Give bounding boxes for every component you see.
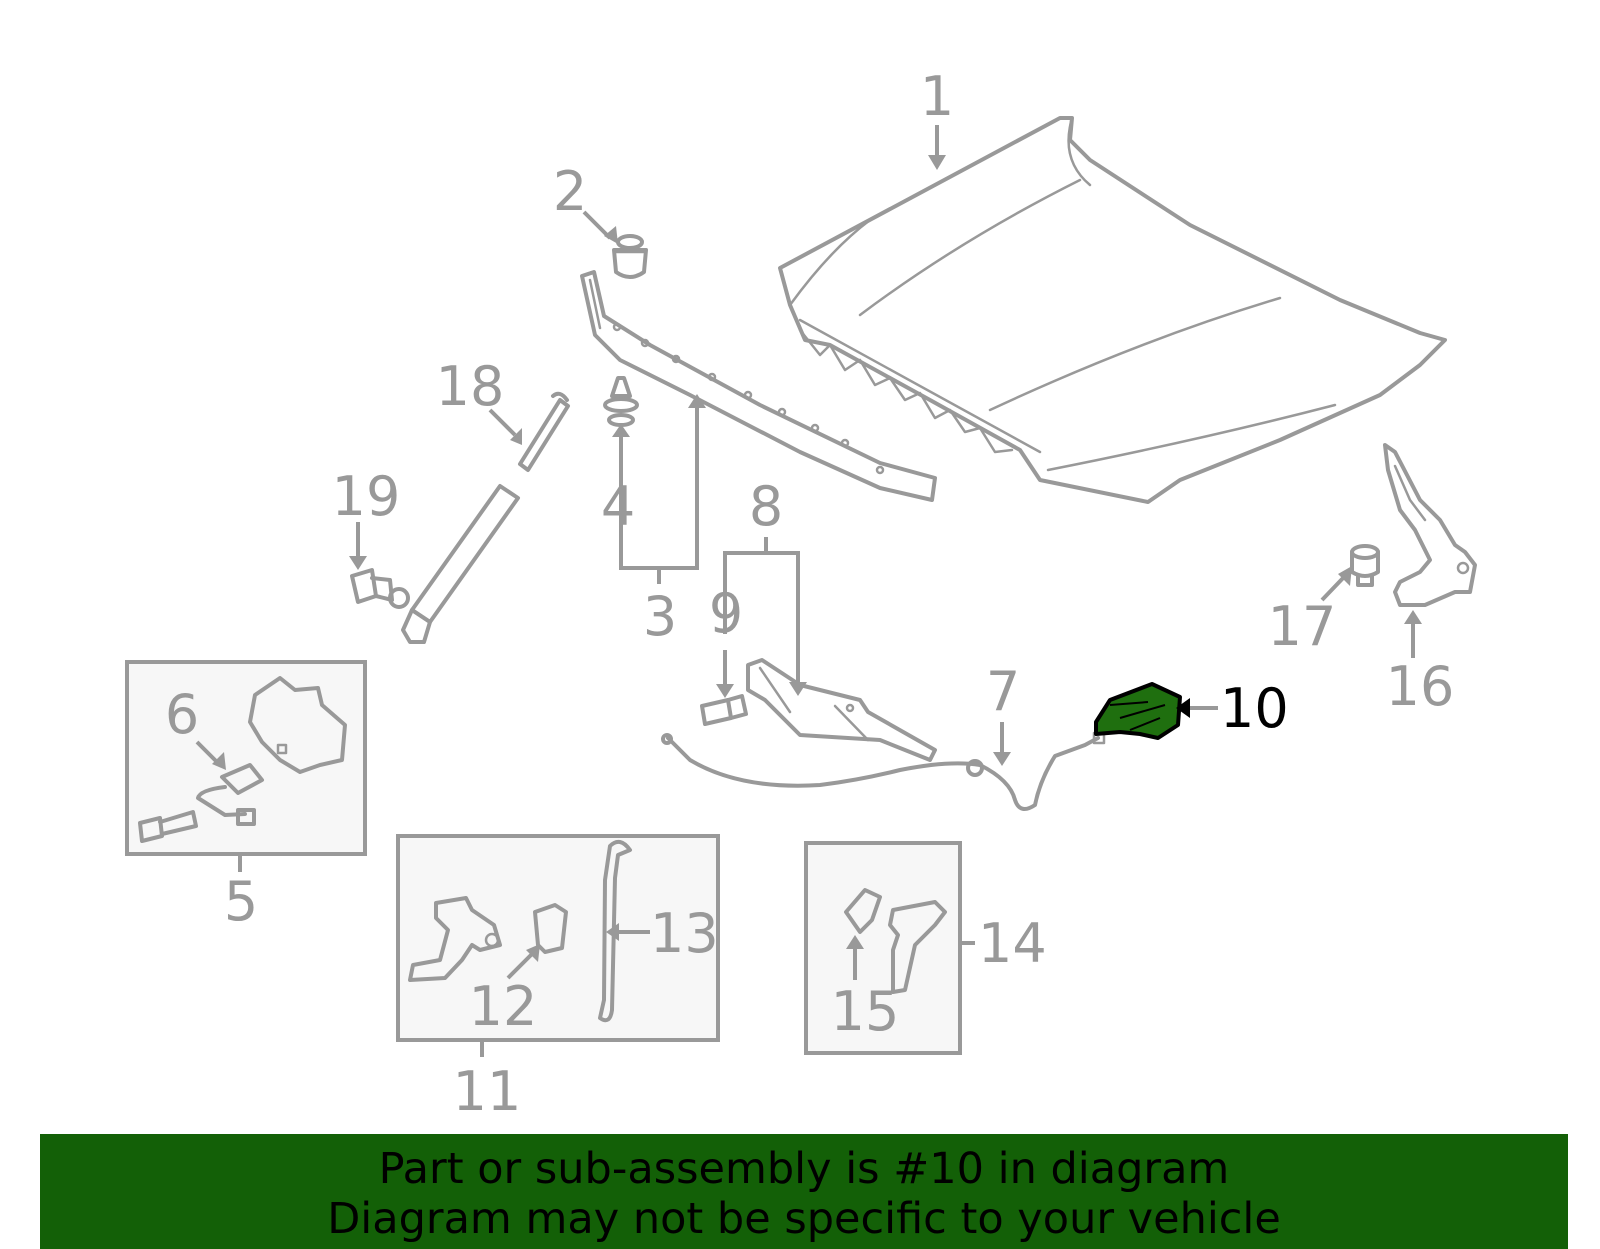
callout-11: 11 bbox=[453, 1060, 522, 1123]
callout-8: 8 bbox=[749, 475, 783, 538]
latch-support-bracket bbox=[746, 658, 937, 762]
callout-7: 7 bbox=[986, 660, 1020, 723]
callout-5: 5 bbox=[224, 870, 258, 933]
hood-latch-highlighted bbox=[1094, 682, 1182, 740]
callout-12: 12 bbox=[469, 975, 538, 1038]
ball-stud-part-19 bbox=[350, 568, 410, 609]
banner-line-disclaimer: Diagram may not be specific to your vehi… bbox=[327, 1194, 1281, 1244]
callout-3: 3 bbox=[643, 585, 677, 648]
hood-lift-strut bbox=[401, 391, 570, 644]
banner-line-part-number: Part or sub-assembly is #10 in diagram bbox=[378, 1144, 1230, 1194]
callout-10: 10 bbox=[1220, 677, 1289, 740]
callout-6: 6 bbox=[165, 683, 199, 746]
callout-2: 2 bbox=[553, 160, 587, 223]
hood-panel bbox=[778, 116, 1447, 504]
box-part-14 bbox=[804, 841, 962, 1055]
callout-18: 18 bbox=[436, 355, 505, 418]
callout-14: 14 bbox=[978, 912, 1047, 975]
callout-9: 9 bbox=[709, 582, 743, 645]
leader-lines bbox=[195, 125, 1422, 1057]
bolt-part-9 bbox=[700, 694, 748, 726]
callout-labels: 1 2 3 4 5 6 7 8 9 10 11 12 13 14 15 16 1… bbox=[165, 65, 1455, 1123]
release-cable bbox=[661, 731, 1106, 811]
hood-hinge bbox=[1383, 443, 1477, 607]
hood-seal-strip bbox=[580, 270, 937, 502]
callout-15: 15 bbox=[831, 980, 900, 1043]
clip-part-2 bbox=[612, 234, 648, 279]
callout-13: 13 bbox=[650, 902, 719, 965]
callout-4: 4 bbox=[601, 475, 635, 538]
box-part-11 bbox=[396, 834, 720, 1042]
push-clip-part-4 bbox=[603, 376, 639, 427]
callout-1: 1 bbox=[920, 65, 954, 128]
callout-19: 19 bbox=[332, 465, 401, 528]
callout-17: 17 bbox=[1268, 595, 1337, 658]
box-part-5 bbox=[125, 660, 367, 856]
info-banner: Part or sub-assembly is #10 in diagram D… bbox=[40, 1134, 1568, 1249]
cap-part-17 bbox=[1350, 544, 1380, 587]
callout-16: 16 bbox=[1386, 655, 1455, 718]
